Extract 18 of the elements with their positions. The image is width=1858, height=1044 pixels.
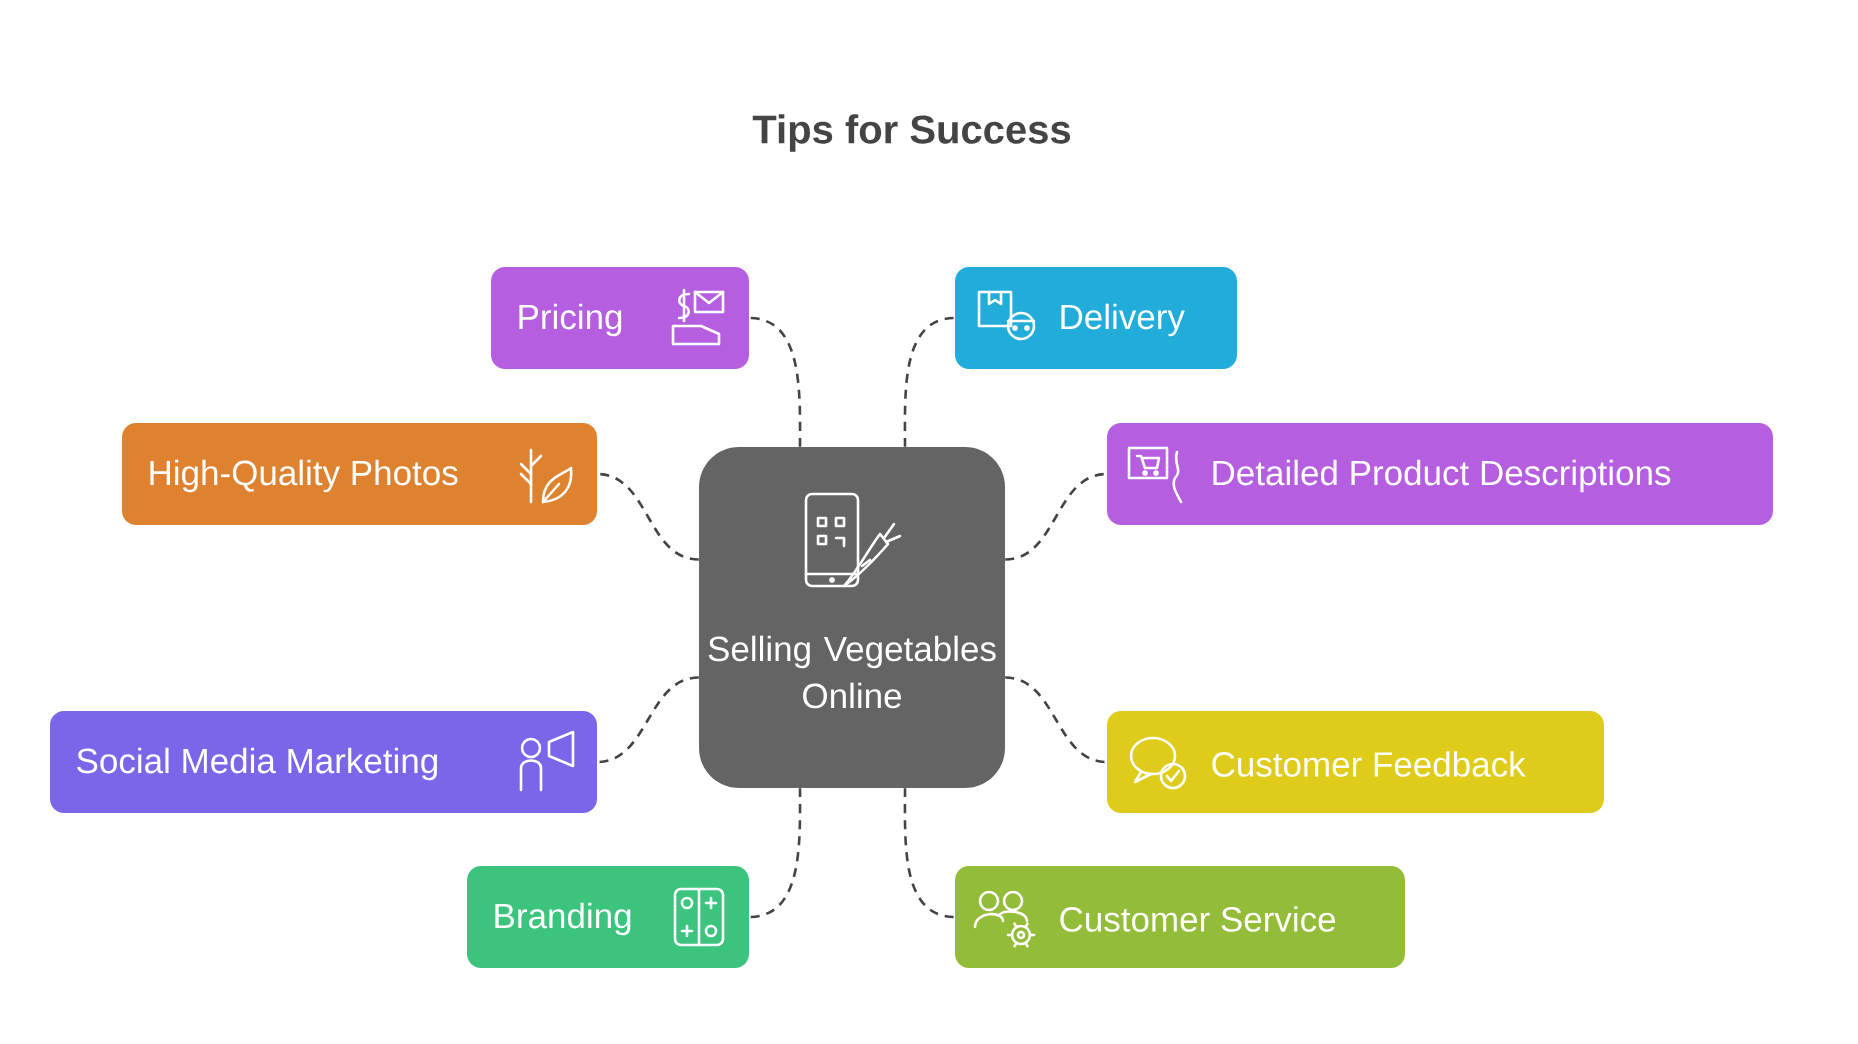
- tip-box: Branding: [467, 866, 749, 968]
- connector: [903, 316, 955, 447]
- connector: [903, 788, 955, 919]
- connector: [597, 676, 699, 764]
- connector: [749, 788, 802, 919]
- tip-box: High-Quality Photos: [122, 423, 597, 525]
- center-box: Selling Vegetables Online: [699, 447, 1005, 788]
- connector: [749, 316, 802, 447]
- connector: [1005, 676, 1107, 764]
- tip-box: Pricing: [491, 267, 749, 369]
- title: Tips for Success: [752, 114, 1071, 152]
- connector: [597, 472, 699, 561]
- tip-box: Customer Service: [955, 866, 1405, 968]
- tip-box: Delivery: [955, 267, 1237, 369]
- tip-box: Customer Feedback: [1107, 711, 1604, 813]
- tip-box: Social Media Marketing: [50, 711, 597, 813]
- tip-box: Detailed Product Descriptions: [1107, 423, 1773, 525]
- connector: [1005, 472, 1107, 561]
